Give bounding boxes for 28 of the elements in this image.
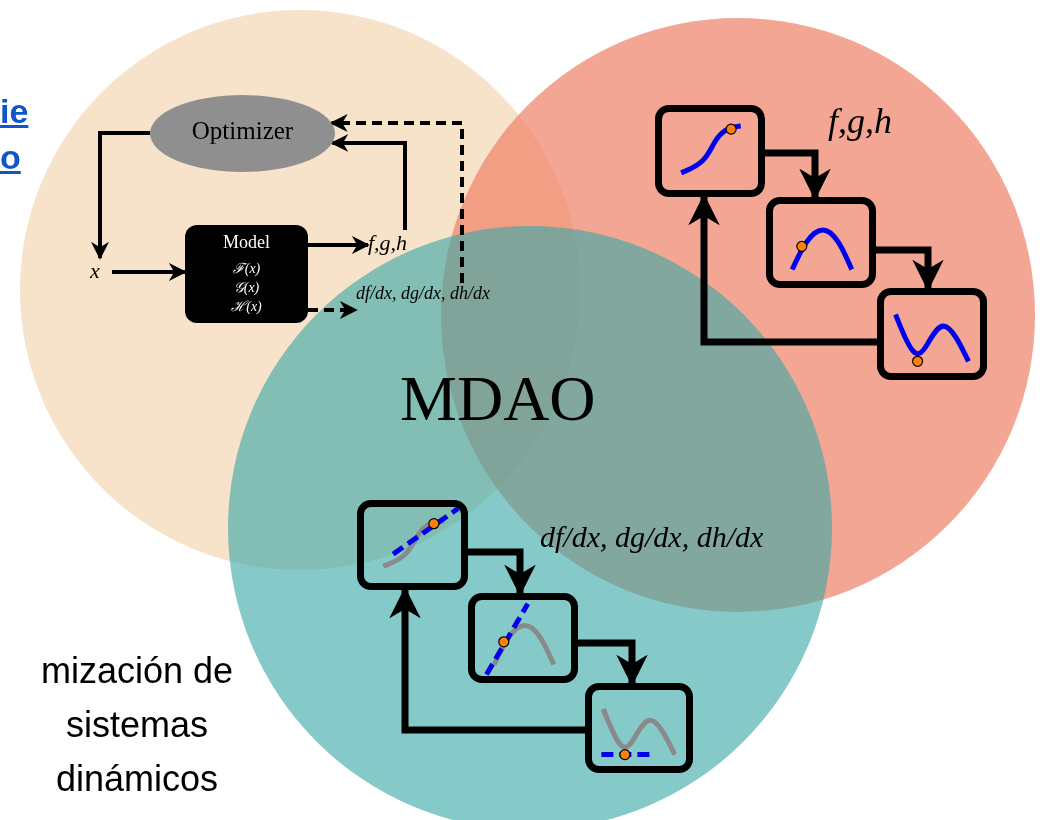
arrow xyxy=(91,131,150,260)
formula: ℋ(x) xyxy=(231,298,262,316)
node-title: Model xyxy=(223,231,270,254)
link-text: ie xyxy=(0,92,29,131)
graph-panel xyxy=(766,197,876,288)
graph-panel xyxy=(877,288,987,380)
math-label: df/dx, dg/dx, dh/dx xyxy=(356,283,490,304)
link-text: o xyxy=(0,138,21,177)
description-text: mización de sistemas dinámicos xyxy=(39,649,235,801)
arrow xyxy=(330,134,407,230)
arrow xyxy=(308,301,358,319)
formula: 𝒢(x) xyxy=(233,279,260,297)
math-label: f,g,h xyxy=(368,230,408,256)
arrow xyxy=(308,236,370,254)
graph-panel xyxy=(585,683,693,773)
graph-panel xyxy=(357,500,468,590)
arrow xyxy=(329,114,464,283)
arrow xyxy=(112,263,187,281)
math-label: df/dx, dg/dx, dh/dx xyxy=(540,520,764,554)
center-label: MDAO xyxy=(400,362,596,436)
model-box xyxy=(185,225,308,323)
graph-panel xyxy=(468,593,578,683)
math-label: f,g,h xyxy=(828,100,892,142)
math-label: x xyxy=(90,258,100,284)
optimizer-ellipse xyxy=(150,95,335,172)
graph-panel xyxy=(655,105,765,197)
node-label: Optimizer xyxy=(190,117,295,145)
formula: ℱ(x) xyxy=(232,260,261,278)
